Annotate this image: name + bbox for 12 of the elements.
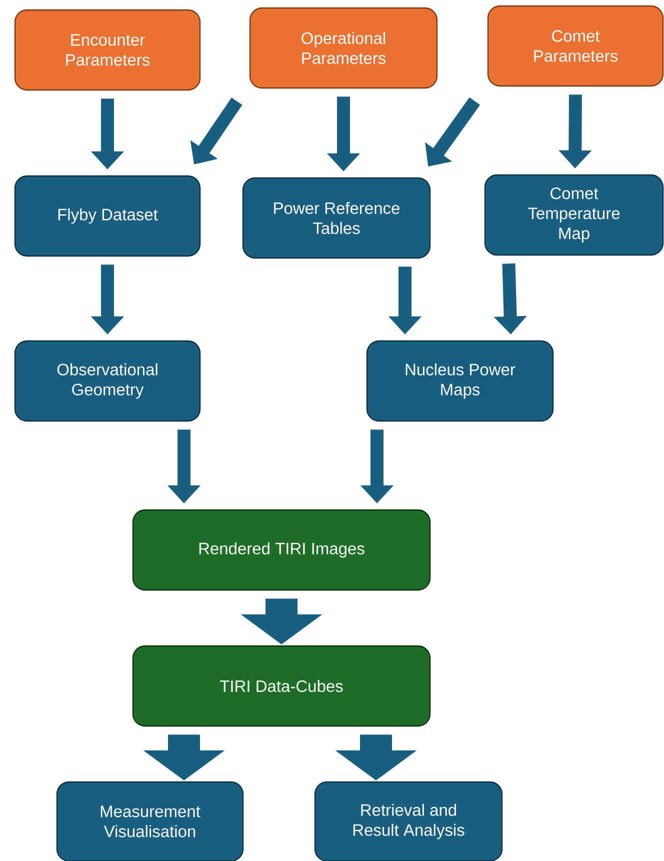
process-box: Nucleus Power Maps — [366, 340, 554, 422]
parameter-box: Comet Parameters — [487, 5, 664, 87]
output-box: Rendered TIRI Images — [132, 509, 431, 591]
process-box: Power Reference Tables — [242, 177, 431, 259]
process-box: Observational Geometry — [14, 340, 201, 422]
process-box: Comet Temperature Map — [484, 174, 664, 256]
process-box: Retrieval and Result Analysis — [314, 781, 503, 861]
parameter-box: Operational Parameters — [249, 7, 438, 89]
process-box: Flyby Dataset — [14, 175, 201, 257]
output-box: TIRI Data-Cubes — [132, 645, 431, 727]
parameter-box: Encounter Parameters — [14, 9, 201, 91]
process-box: Measurement Visualisation — [56, 781, 244, 861]
